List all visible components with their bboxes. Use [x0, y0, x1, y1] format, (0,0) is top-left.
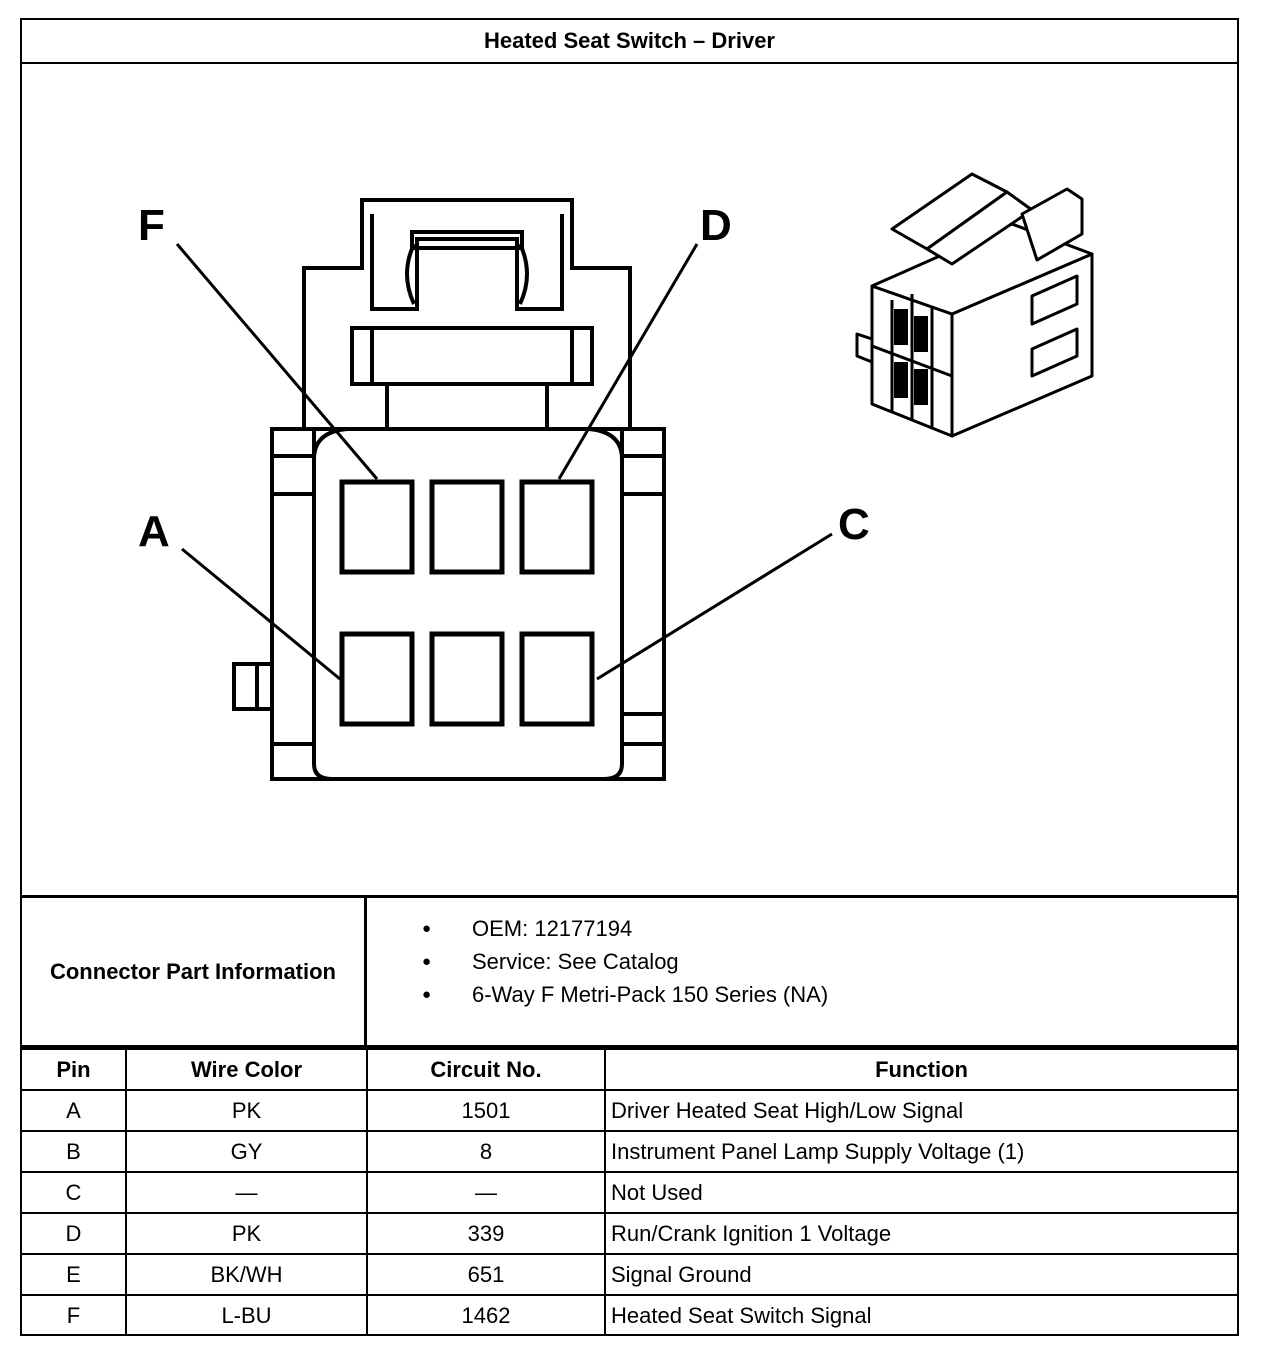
pin-cavities [339, 479, 595, 727]
circuit-cell: 1501 [366, 1089, 606, 1132]
info-oem: OEM: 12177194 [422, 912, 828, 945]
callout-a: A [138, 507, 170, 556]
cavity-d [519, 479, 595, 575]
callout-c: C [838, 500, 870, 549]
function-cell: Heated Seat Switch Signal [604, 1294, 1237, 1335]
leader-f [175, 243, 379, 480]
table-row: A PK 1501 Driver Heated Seat High/Low Si… [22, 1089, 1237, 1132]
pin-cell: D [22, 1212, 127, 1255]
pin-cell: A [22, 1089, 127, 1132]
function-cell: Not Used [604, 1171, 1237, 1214]
wire-color-cell: PK [125, 1212, 368, 1255]
connector-part-information: Connector Part Information OEM: 12177194… [22, 898, 1237, 1048]
table-row: C — — Not Used [22, 1171, 1237, 1214]
cavity-e [429, 479, 505, 575]
info-series: 6-Way F Metri-Pack 150 Series (NA) [422, 978, 828, 1011]
pin-cell: B [22, 1130, 127, 1173]
page-title: Heated Seat Switch – Driver [22, 20, 1237, 64]
leader-a [181, 547, 341, 681]
connector-sheet: Heated Seat Switch – Driver [20, 18, 1239, 1336]
leader-c [596, 532, 833, 681]
table-row: E BK/WH 651 Signal Ground [22, 1253, 1237, 1296]
pin-table: Pin Wire Color Circuit No. Function A PK… [22, 1048, 1237, 1335]
callout-d: D [700, 201, 732, 250]
pin-cell: C [22, 1171, 127, 1214]
function-cell: Run/Crank Ignition 1 Voltage [604, 1212, 1237, 1255]
wire-color-cell: — [125, 1171, 368, 1214]
header-function: Function [604, 1048, 1237, 1091]
function-cell: Instrument Panel Lamp Supply Voltage (1) [604, 1130, 1237, 1173]
header-wire-color: Wire Color [125, 1048, 368, 1091]
header-circuit-no: Circuit No. [366, 1048, 606, 1091]
function-cell: Signal Ground [604, 1253, 1237, 1296]
cavity-b [429, 631, 505, 727]
cavity-c [519, 631, 595, 727]
connector-face-view: F D A C [138, 172, 1094, 781]
wire-color-cell: L-BU [125, 1294, 368, 1335]
connector-info-label: Connector Part Information [22, 898, 367, 1045]
callout-f: F [138, 201, 165, 250]
connector-isometric-view [855, 172, 1094, 438]
pin-cell: E [22, 1253, 127, 1296]
wire-color-cell: GY [125, 1130, 368, 1173]
circuit-cell: 8 [366, 1130, 606, 1173]
circuit-cell: 651 [366, 1253, 606, 1296]
table-header-row: Pin Wire Color Circuit No. Function [22, 1048, 1237, 1091]
table-row: B GY 8 Instrument Panel Lamp Supply Volt… [22, 1130, 1237, 1173]
connector-info-list: OEM: 12177194 Service: See Catalog 6-Way… [422, 912, 828, 1011]
cavity-a [339, 631, 415, 727]
cavity-f [339, 479, 415, 575]
function-cell: Driver Heated Seat High/Low Signal [604, 1089, 1237, 1132]
circuit-cell: 339 [366, 1212, 606, 1255]
table-row: F L-BU 1462 Heated Seat Switch Signal [22, 1294, 1237, 1335]
circuit-cell: — [366, 1171, 606, 1214]
latch-outline [302, 198, 632, 429]
wire-color-cell: BK/WH [125, 1253, 368, 1296]
circuit-cell: 1462 [366, 1294, 606, 1335]
info-service: Service: See Catalog [422, 945, 828, 978]
table-row: D PK 339 Run/Crank Ignition 1 Voltage [22, 1212, 1237, 1255]
connector-diagram: F D A C [22, 64, 1237, 898]
pin-cell: F [22, 1294, 127, 1335]
wire-color-cell: PK [125, 1089, 368, 1132]
leader-d [557, 243, 699, 480]
header-pin: Pin [22, 1048, 127, 1091]
